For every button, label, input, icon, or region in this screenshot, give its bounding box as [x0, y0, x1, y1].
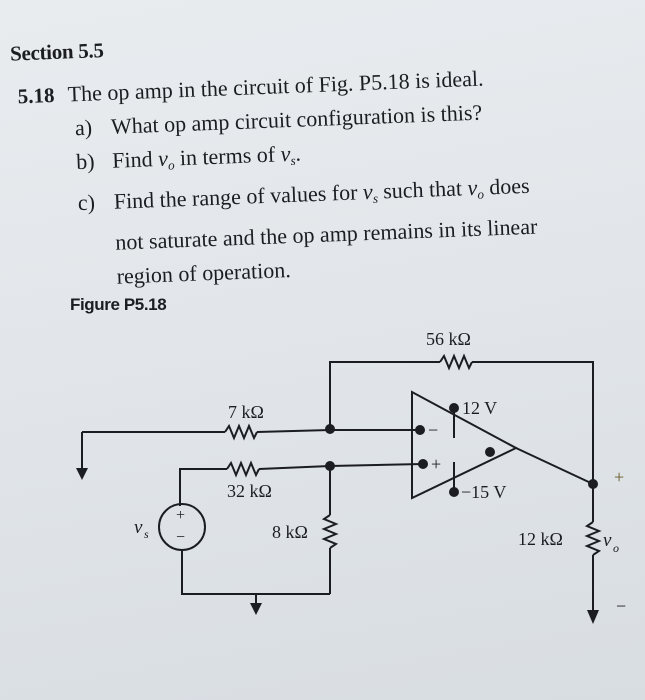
noninverting-input-sign: + — [431, 454, 441, 474]
input-network: 32 kΩ 8 kΩ + − v s — [134, 460, 424, 615]
figure-label: Figure P5.18 — [70, 295, 167, 314]
output-plus: + — [614, 467, 624, 487]
inverting-input-sign: − — [428, 420, 438, 440]
ground-arrow-icon — [250, 603, 262, 615]
output-voltage-label: v — [603, 530, 612, 551]
source-minus: − — [176, 529, 185, 546]
ground-arrow-icon — [76, 468, 88, 480]
ground-arrow-icon — [587, 610, 599, 624]
label-56k: 56 kΩ — [426, 329, 471, 349]
source-plus: + — [176, 507, 185, 524]
label-32k: 32 kΩ — [227, 481, 272, 501]
input-resistor-7k: 7 kΩ — [76, 402, 420, 480]
label-8k: 8 kΩ — [272, 522, 308, 542]
positive-supply-label: 12 V — [462, 398, 497, 418]
feedback-resistor-56k: 56 kΩ — [329, 329, 594, 484]
label-12k: 12 kΩ — [518, 529, 563, 549]
label-7k: 7 kΩ — [228, 402, 264, 422]
source-voltage-label: v — [134, 517, 143, 538]
output-minus: − — [616, 596, 626, 616]
negative-supply-label: −15 V — [461, 482, 506, 502]
source-sub: s — [144, 527, 149, 541]
output-sub: o — [613, 541, 619, 555]
op-amp: − + 12 V −15 V — [411, 390, 519, 502]
output-node: 12 kΩ v o + − — [515, 447, 626, 624]
